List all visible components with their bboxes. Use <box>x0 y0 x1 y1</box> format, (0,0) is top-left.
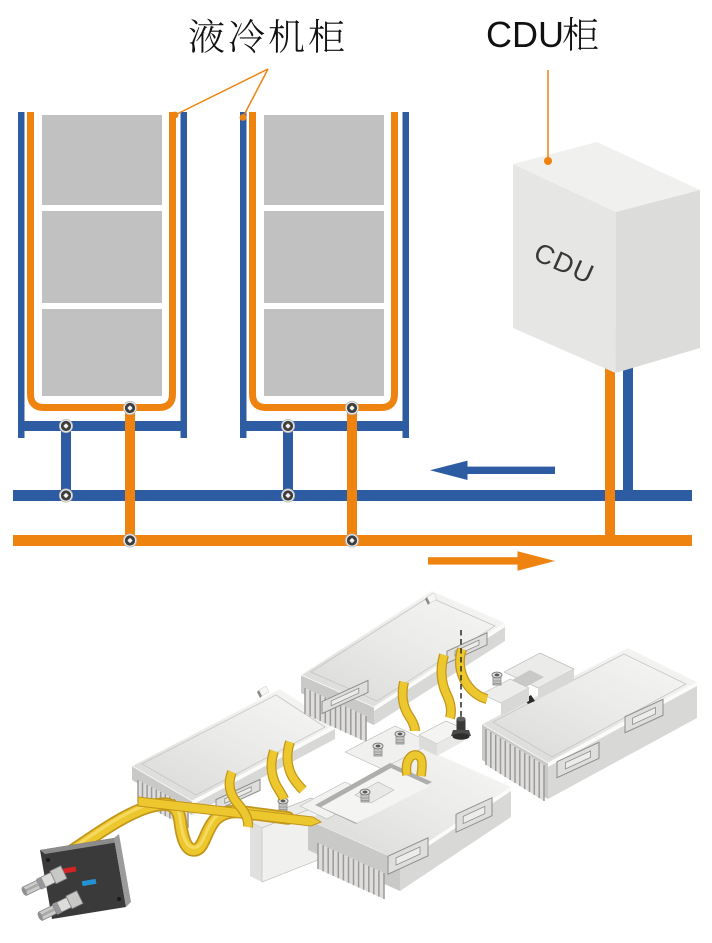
svg-text:CDU: CDU <box>486 14 564 55</box>
